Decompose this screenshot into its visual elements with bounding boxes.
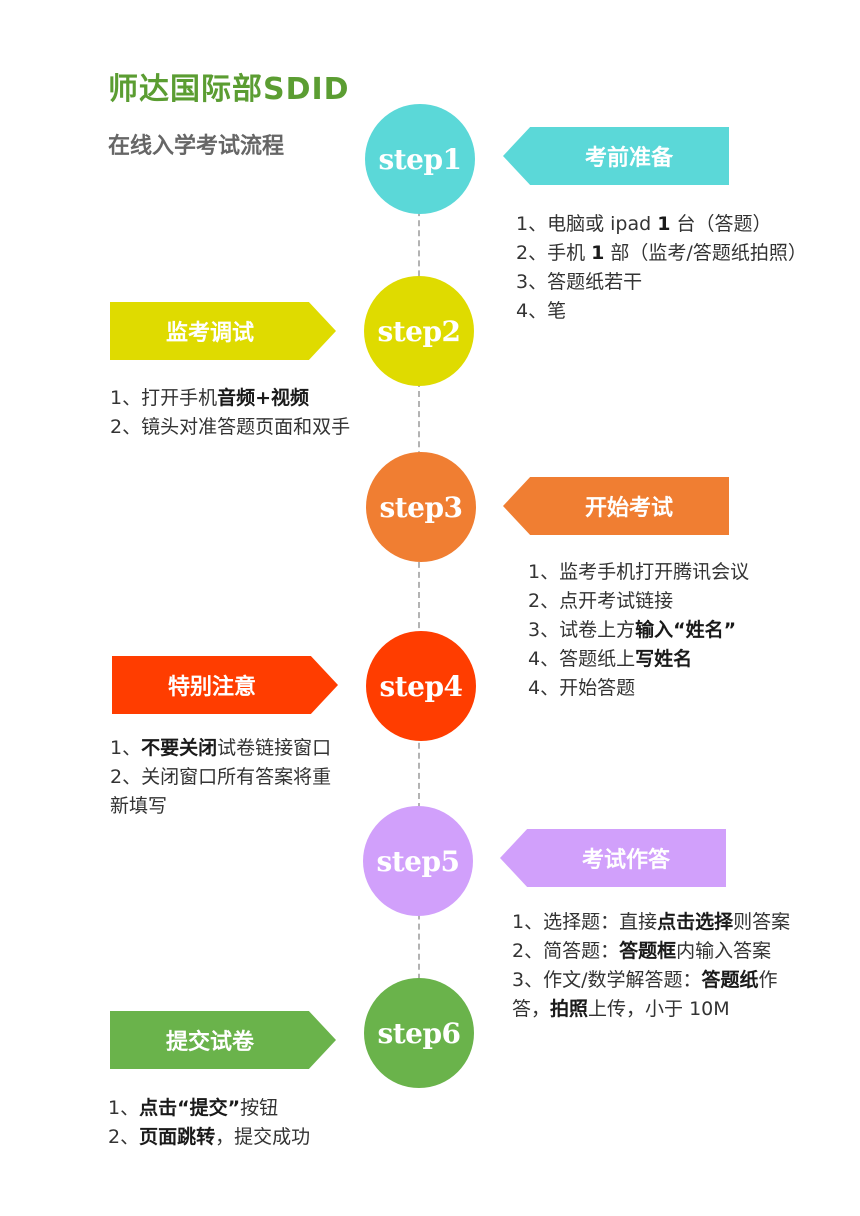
- page-subtitle: 在线入学考试流程: [108, 134, 285, 159]
- step4-item: 2、关闭窗口所有答案将重: [110, 766, 332, 788]
- step2-item: 2、镜头对准答题页面和双手: [110, 416, 351, 438]
- step3-banner: 开始考试: [503, 477, 729, 535]
- page-title: 师达国际部SDID: [108, 72, 350, 107]
- step5-item: 2、简答题：答题框内输入答案: [512, 940, 772, 962]
- step4-banner-label: 特别注意: [167, 675, 256, 700]
- step1-list: 1、电脑或 ipad 1 台（答题） 2、手机 1 部（监考/答题纸拍照） 3、答题…: [516, 210, 807, 326]
- step6-banner-label: 提交试卷: [165, 1030, 254, 1055]
- step2-label: step2: [377, 314, 461, 348]
- step5-list: 1、选择题：直接点击选择则答案 2、简答题：答题框内输入答案 3、作文/数学解答题：…: [512, 908, 790, 1024]
- step1-banner-label: 考前准备: [584, 146, 673, 171]
- step3-item: 2、点开考试链接: [528, 590, 674, 612]
- step4-label: step4: [379, 669, 463, 703]
- step3-item: 1、监考手机打开腾讯会议: [528, 561, 750, 583]
- step5-banner: 考试作答: [500, 829, 726, 887]
- step3-banner-label: 开始考试: [584, 496, 673, 521]
- step1-banner: 考前准备: [503, 127, 729, 185]
- step6-item: 2、页面跳转，提交成功: [108, 1126, 311, 1148]
- step1-item: 1、电脑或 ipad 1 台（答题）: [516, 213, 772, 235]
- step4-banner: 特别注意: [112, 656, 338, 714]
- step4-list: 1、不要关闭试卷链接窗口 2、关闭窗口所有答案将重新填写: [110, 734, 331, 821]
- step5-circle: step5: [363, 806, 473, 916]
- step4-item: 1、不要关闭试卷链接窗口: [110, 737, 332, 759]
- step3-list: 1、监考手机打开腾讯会议 2、点开考试链接 3、试卷上方输入“姓名” 4、答题纸上写姓…: [528, 558, 749, 703]
- step3-circle: step3: [366, 452, 476, 562]
- step4-item: 新填写: [110, 795, 168, 817]
- step5-label: step5: [376, 844, 460, 878]
- step3-label: step3: [379, 490, 463, 524]
- step6-list: 1、点击“提交”按钮 2、页面跳转，提交成功: [108, 1094, 310, 1152]
- step5-item: 答，拍照上传，小于 10M: [512, 998, 730, 1020]
- step3-item: 3、试卷上方输入“姓名”: [528, 619, 737, 641]
- step5-item: 3、作文/数学解答题：答题纸作: [512, 969, 778, 991]
- timeline-line: [418, 180, 420, 1020]
- step2-banner-label: 监考调试: [165, 321, 254, 346]
- step2-circle: step2: [364, 276, 474, 386]
- step2-list: 1、打开手机音频+视频 2、镜头对准答题页面和双手: [110, 384, 350, 442]
- step6-item: 1、点击“提交”按钮: [108, 1097, 279, 1119]
- step1-item: 3、答题纸若干: [516, 271, 643, 293]
- step3-item: 4、答题纸上写姓名: [528, 648, 693, 670]
- step1-item: 2、手机 1 部（监考/答题纸拍照）: [516, 242, 807, 264]
- step5-item: 1、选择题：直接点击选择则答案: [512, 911, 791, 933]
- step2-banner: 监考调试: [110, 302, 336, 360]
- step3-item: 4、开始答题: [528, 677, 636, 699]
- step1-circle: step1: [365, 104, 475, 214]
- step5-banner-label: 考试作答: [581, 848, 670, 873]
- step6-banner: 提交试卷: [110, 1011, 336, 1069]
- step6-circle: step6: [364, 978, 474, 1088]
- step1-label: step1: [378, 142, 462, 176]
- step1-item: 4、笔: [516, 300, 567, 322]
- step4-circle: step4: [366, 631, 476, 741]
- step6-label: step6: [377, 1016, 461, 1050]
- step2-item: 1、打开手机音频+视频: [110, 387, 310, 409]
